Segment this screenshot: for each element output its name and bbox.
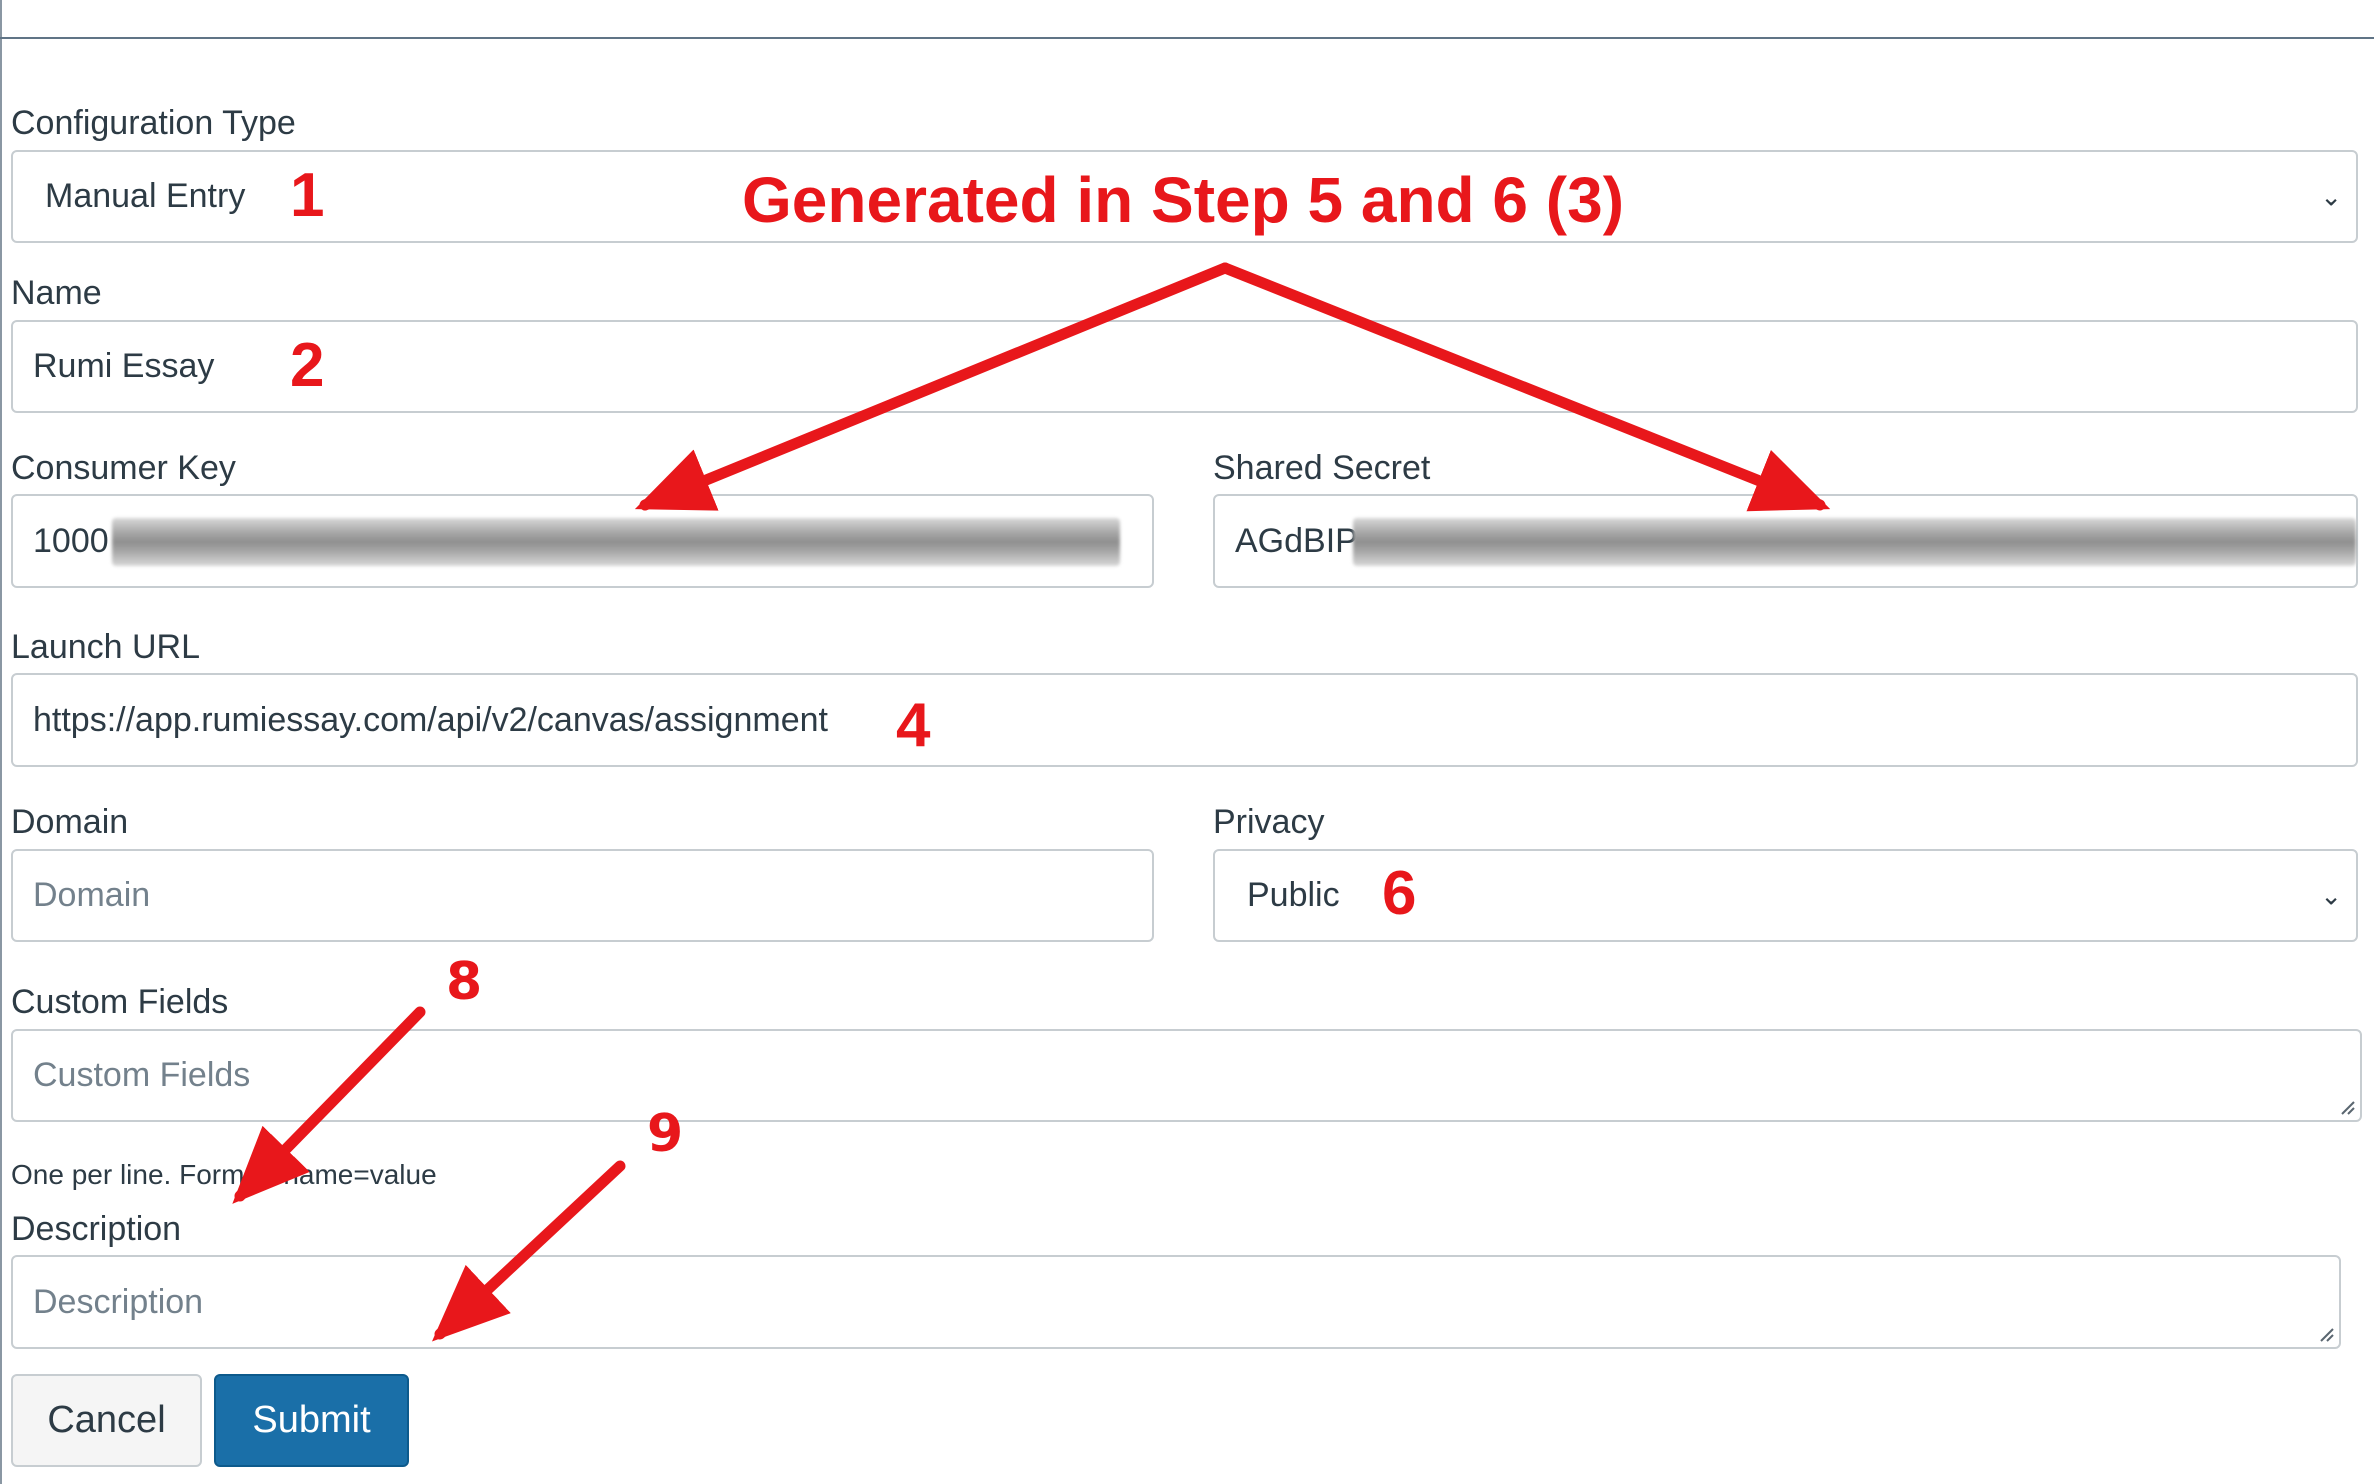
chevron-down-icon: ⌄ — [2320, 880, 2342, 910]
launch-url-label: Launch URL — [11, 628, 201, 666]
launch-url-input[interactable]: https://app.rumiessay.com/api/v2/canvas/… — [11, 673, 2358, 767]
annotation-9: 9 — [647, 1104, 684, 1164]
description-placeholder: Description — [33, 1282, 204, 1321]
custom-fields-textarea[interactable]: Custom Fields — [11, 1029, 2362, 1122]
annotation-4: 4 — [896, 691, 931, 760]
shared-secret-value: AGdBIP — [1235, 521, 1358, 560]
submit-button[interactable]: Submit — [214, 1374, 409, 1467]
left-border — [0, 0, 2, 1484]
custom-fields-hint: One per line. Format: name=value — [11, 1159, 437, 1190]
domain-label: Domain — [11, 803, 129, 841]
config-type-select[interactable]: Manual Entry ⌄ — [11, 150, 2358, 243]
privacy-label: Privacy — [1213, 803, 1325, 841]
description-textarea[interactable]: Description — [11, 1255, 2341, 1349]
privacy-select[interactable]: Public ⌄ — [1213, 849, 2358, 942]
name-value: Rumi Essay — [33, 347, 215, 385]
shared-secret-label: Shared Secret — [1213, 449, 1431, 487]
shared-secret-redaction — [1353, 518, 2356, 566]
cancel-button[interactable]: Cancel — [11, 1374, 202, 1467]
config-type-value: Manual Entry — [45, 177, 246, 215]
custom-fields-label: Custom Fields — [11, 983, 229, 1021]
name-input[interactable]: Rumi Essay — [11, 320, 2358, 413]
domain-placeholder: Domain — [33, 876, 151, 914]
config-type-label: Configuration Type — [11, 104, 296, 142]
annotation-8: 8 — [446, 952, 483, 1012]
annotation-title: Generated in Step 5 and 6 (3) — [742, 164, 1624, 236]
name-label: Name — [11, 274, 102, 312]
consumer-key-value: 1000 — [33, 521, 109, 560]
domain-input[interactable]: Domain — [11, 849, 1154, 942]
resize-handle-icon[interactable] — [2338, 1098, 2356, 1116]
chevron-down-icon: ⌄ — [2320, 181, 2342, 211]
consumer-key-label: Consumer Key — [11, 449, 236, 487]
description-label: Description — [11, 1210, 182, 1248]
consumer-key-redaction — [112, 518, 1120, 566]
annotation-2: 2 — [290, 331, 325, 400]
annotation-1: 1 — [290, 161, 325, 230]
custom-fields-placeholder: Custom Fields — [33, 1056, 251, 1094]
header-divider — [0, 37, 2374, 39]
resize-handle-icon[interactable] — [2317, 1325, 2335, 1343]
launch-url-value: https://app.rumiessay.com/api/v2/canvas/… — [33, 700, 828, 739]
privacy-value: Public — [1247, 876, 1340, 914]
annotation-6: 6 — [1382, 859, 1417, 928]
